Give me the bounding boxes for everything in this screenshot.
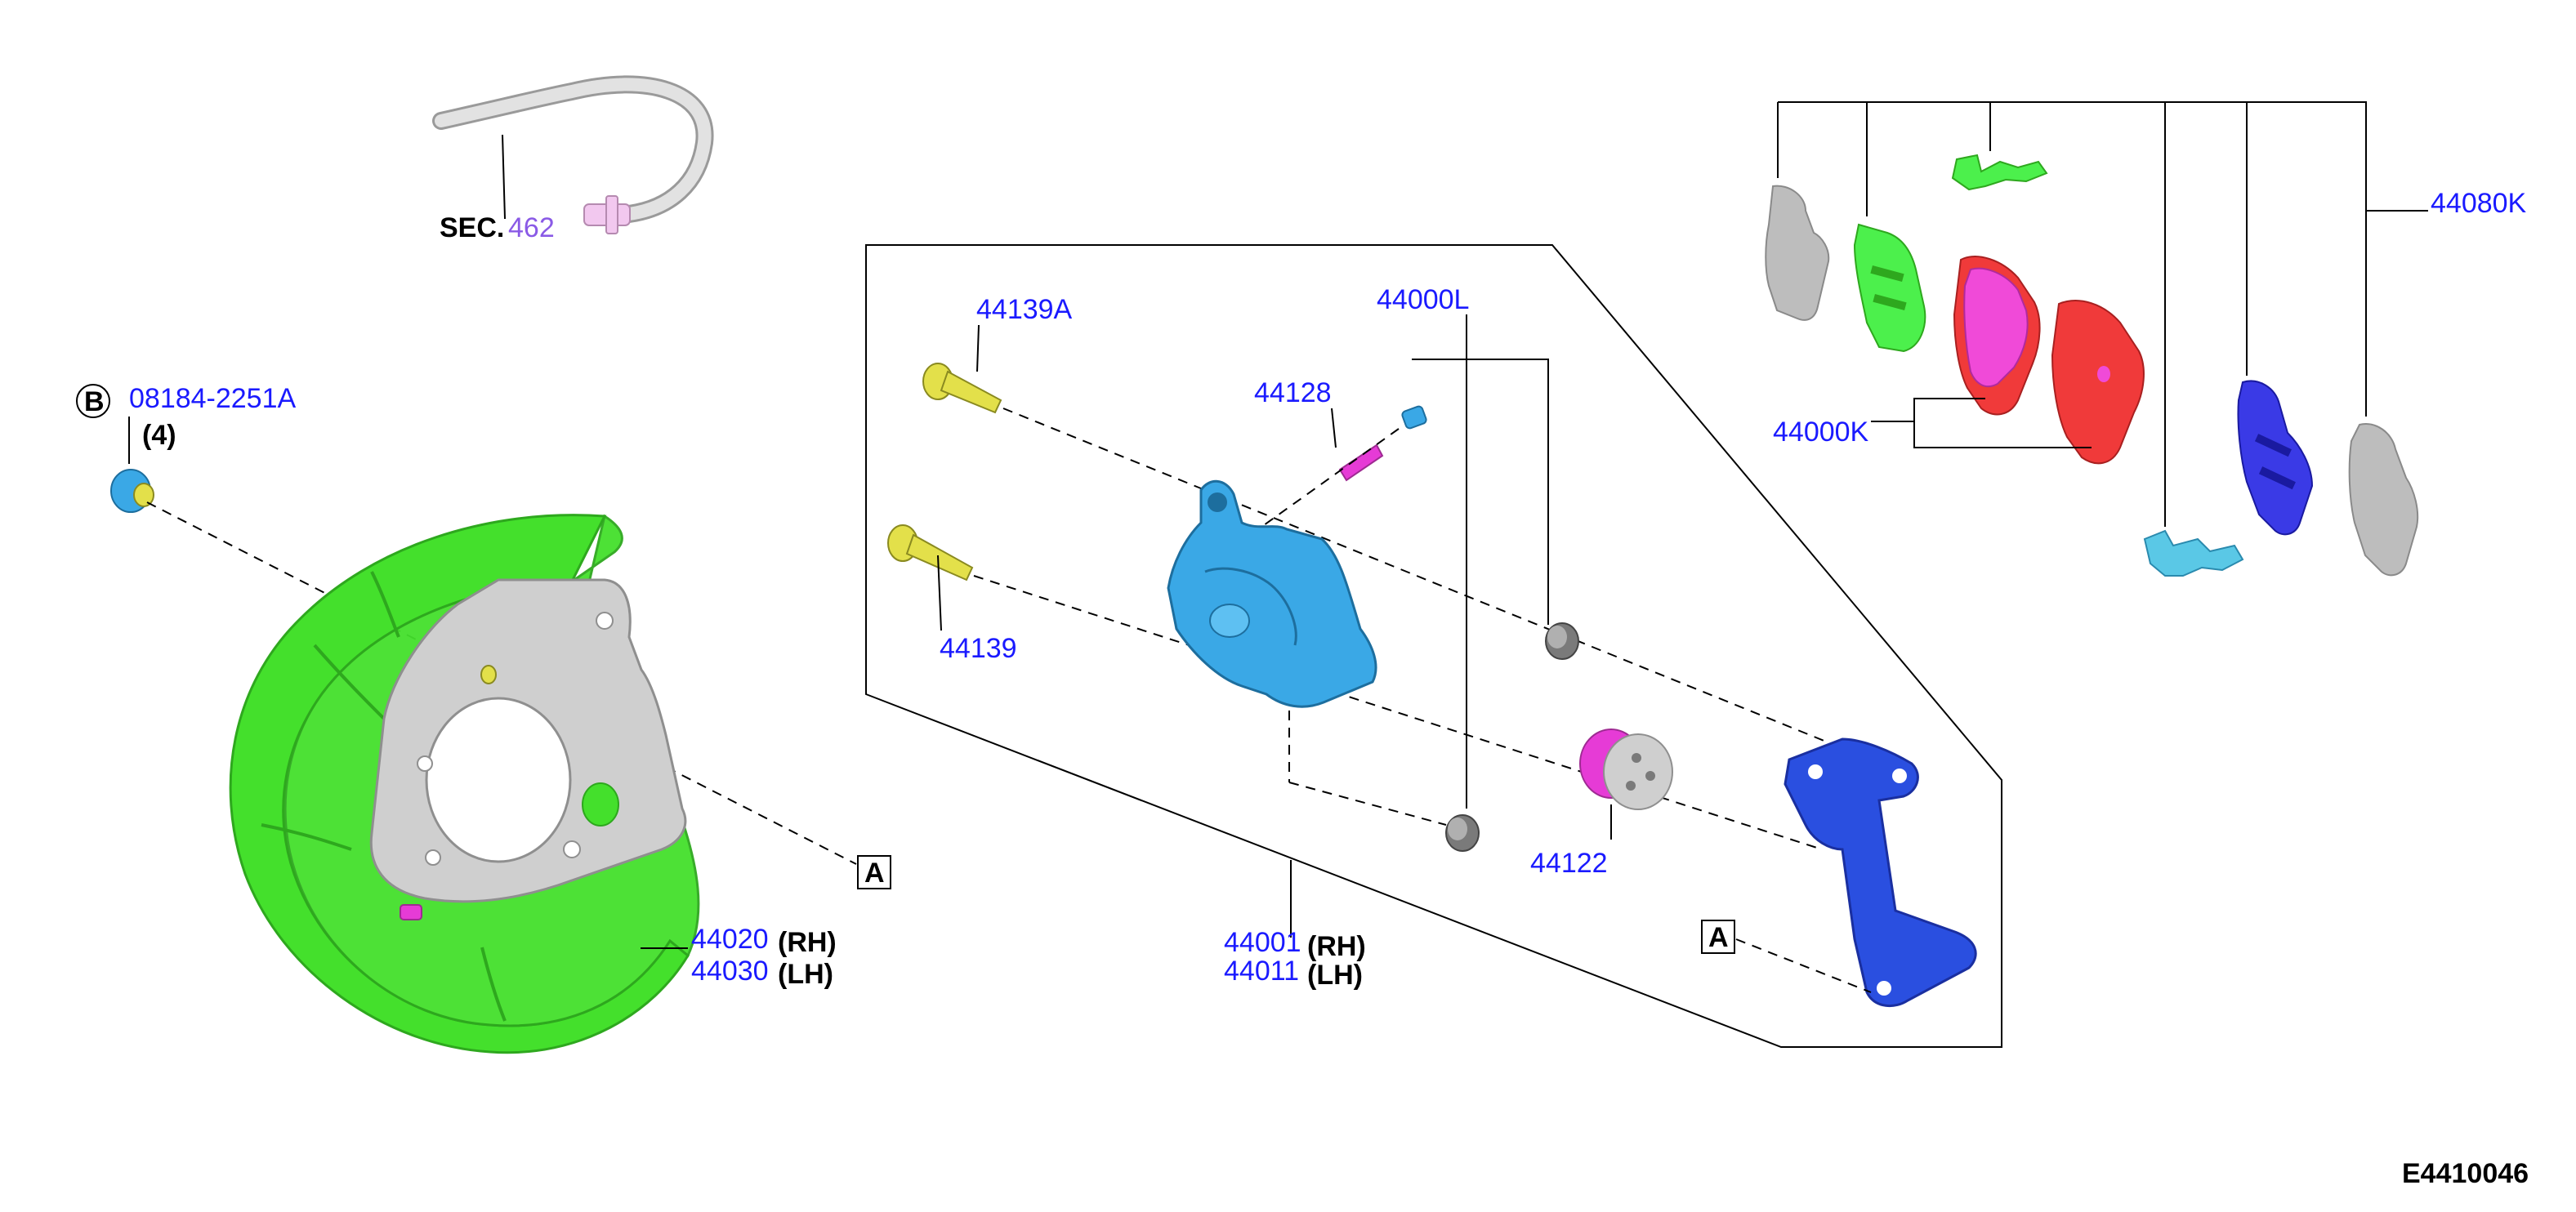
boot-upper (1545, 622, 1579, 660)
guide-pin-upper (922, 363, 1002, 414)
caliper-lh-side: (LH) (1307, 960, 1363, 991)
brake-hose (432, 75, 714, 234)
ref-b-marker: B (76, 384, 110, 418)
ref-b-letter: B (84, 386, 105, 417)
caliper-lh-part-number[interactable]: 44011 (1224, 956, 1299, 987)
ref-a-letter-left: A (864, 858, 885, 889)
shim-blue (2237, 380, 2314, 536)
bleeder-part-number[interactable]: 44128 (1254, 377, 1332, 408)
bleeder-cap (1401, 405, 1427, 430)
pad-outer (2051, 300, 2145, 465)
shield-rh-part-number[interactable]: 44020 (691, 924, 769, 955)
pad-inner (1953, 256, 2041, 416)
boot-lower (1445, 814, 1480, 852)
shield-rh-side: (RH) (778, 927, 837, 958)
pad-kit-part-number[interactable]: 44080K (2431, 188, 2527, 219)
pin-lower-part-number[interactable]: 44139 (940, 633, 1017, 664)
sec-number-link[interactable]: 462 (508, 212, 555, 243)
bleeder-screw (1338, 443, 1384, 482)
shim-grey-left (1765, 185, 1830, 321)
backing-plate (369, 578, 687, 920)
sec-prefix-label: SEC. (440, 212, 504, 243)
pin-upper-part-number[interactable]: 44139A (976, 294, 1073, 325)
shield-lh-side: (LH) (778, 959, 833, 990)
ref-a-marker-right: A (1701, 920, 1735, 954)
caliper-rh-part-number[interactable]: 44001 (1224, 927, 1301, 958)
caliper-rh-side: (RH) (1307, 931, 1366, 962)
piston (1579, 729, 1673, 810)
bolt-quantity: (4) (142, 420, 176, 451)
kit-part-number[interactable]: 44000L (1377, 284, 1469, 315)
clip-cyan (2143, 529, 2244, 577)
guide-pin-lower (887, 524, 974, 581)
figure-id: E4410046 (2402, 1158, 2529, 1189)
shim-green (1853, 223, 1926, 353)
shield-lh-part-number[interactable]: 44030 (691, 956, 769, 987)
clip-green (1951, 154, 2048, 191)
bolt-part-number[interactable]: 08184-2251A (129, 383, 297, 414)
ref-a-marker-left: A (857, 855, 891, 889)
caliper-assembly-frame (865, 244, 2002, 1048)
pads-part-number[interactable]: 44000K (1773, 417, 1869, 448)
ref-a-letter-right: A (1708, 922, 1729, 953)
shim-grey-right (2348, 423, 2419, 577)
caliper-body (1167, 479, 1377, 708)
piston-part-number[interactable]: 44122 (1530, 848, 1608, 879)
bolt-part (110, 469, 154, 513)
caliper-bracket (1784, 737, 1977, 1008)
